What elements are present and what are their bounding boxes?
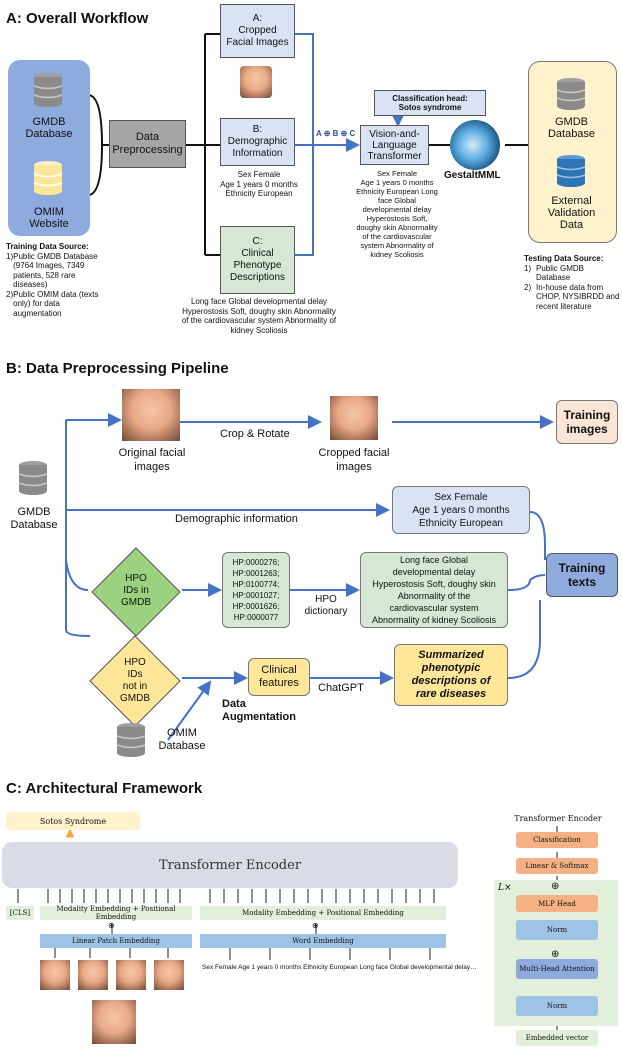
original-images-label: Original facial images [118, 447, 186, 473]
enc-mlp-head-box: MLP Head [516, 895, 598, 912]
gmdb-database-icon-b [18, 460, 48, 496]
training-data-source: Training Data Source: 1)Public GMDB Data… [6, 242, 110, 318]
sotos-syndrome-box: Sotos Syndrome [6, 812, 140, 830]
phenotype-box-b: Long face Global developmental delay Hyp… [360, 552, 508, 628]
hpo-ids-box: HP:0000276; HP:0001263; HP:0100774; HP:0… [222, 552, 290, 628]
hpo-in-gmdb-diamond [90, 546, 182, 638]
box-b-demographic: B: Demographic Information [220, 118, 295, 166]
test-gmdb-database-icon [556, 77, 586, 111]
hpo-dictionary-label: HPO dictionary [304, 594, 348, 617]
testing-source-item-1: 1)Public GMDB Database [524, 263, 585, 283]
enc-classification-box: Classification [516, 832, 598, 848]
oplus-right: ⊕ [312, 921, 319, 930]
training-images-box: Training images [556, 400, 618, 444]
vlt-input-text: Sex Female Age 1 years 0 months Ethnicit… [356, 169, 438, 259]
box-a-cropped-images: A: Cropped Facial Images [220, 4, 295, 58]
patch-image-2 [78, 960, 108, 990]
section-b-title: B: Data Preprocessing Pipeline [6, 360, 229, 377]
enc-norm-top-box: Norm [516, 920, 598, 940]
modality-embedding-left: Modality Embedding + Positional Embeddin… [40, 905, 192, 921]
encoder-detail-title: Transformer Encoder [514, 814, 602, 823]
omim-database-icon [33, 160, 63, 196]
data-augmentation-label: Data Augmentation [222, 698, 296, 723]
clinical-example-text: Long face Global developmental delay Hyp… [181, 297, 337, 335]
hpo-in-gmdb-label: HPO IDs in GMDB [121, 573, 151, 608]
training-source-title: Training Data Source: [6, 242, 89, 251]
cropped-face-image [240, 66, 272, 98]
gmdb-label-b: GMDB Database [10, 506, 58, 531]
omim-website-label: OMIM Website [29, 206, 69, 230]
original-face-image [122, 389, 180, 441]
patch-image-3 [116, 960, 146, 990]
demographic-example-text: Sex Female Age 1 years 0 months Ethnicit… [220, 170, 298, 198]
test-gmdb-label: GMDB Database [547, 116, 596, 140]
training-source-item-1: 1)Public GMDB Database (9764 Images, 734… [6, 251, 98, 290]
patch-image-4 [154, 960, 184, 990]
enc-embedded-vector-box: Embedded vector [516, 1030, 598, 1046]
hpo-not-in-gmdb-label: HPO IDs not in GMDB [120, 657, 150, 704]
omim-database-icon-b [116, 722, 146, 758]
word-embedding: Word Embedding [200, 934, 446, 948]
enc-oplus-mid: ⊕ [551, 949, 560, 960]
concat-label: A ⊕ B ⊕ C [316, 129, 356, 138]
data-preprocessing-box: Data Preprocessing [109, 120, 186, 168]
testing-source-item-2: 2)In-house data from CHOP, NYSIBRDD and … [524, 282, 620, 311]
full-face-image-c [92, 1000, 136, 1044]
enc-norm-bottom-box: Norm [516, 996, 598, 1016]
oplus-left: ⊕ [108, 921, 115, 930]
vlt-box: Vision-and- Language Transformer [360, 125, 429, 165]
section-a-title: A: Overall Workflow [6, 10, 149, 27]
classification-head-box: Classification head: Sotos syndrome [374, 90, 486, 116]
external-database-icon [556, 154, 586, 188]
transformer-encoder-box: Transformer Encoder [2, 842, 458, 888]
enc-lx-label: L× [498, 883, 512, 893]
omim-label-b: OMIM Database [158, 727, 206, 752]
summarized-box: Summarized phenotypic descriptions of ra… [394, 644, 508, 706]
token-text: Sex Female Age 1 years 0 months Ethnicit… [202, 964, 477, 971]
cropped-images-label: Cropped facial images [318, 447, 390, 473]
external-validation-label: External Validation Data [547, 195, 596, 231]
enc-oplus-top: ⊕ [551, 881, 560, 892]
training-texts-box: Training texts [546, 553, 618, 597]
demographic-box-b: Sex Female Age 1 years 0 months Ethnicit… [392, 486, 530, 534]
enc-mha-box: Multi-Head Attention [516, 959, 598, 979]
chatgpt-label: ChatGPT [318, 682, 364, 694]
cls-token: [CLS] [6, 906, 34, 920]
testing-data-source: Testing Data Source: 1)Public GMDB Datab… [524, 254, 620, 311]
section-c-title: C: Architectural Framework [6, 780, 203, 797]
cropped-face-image-b [330, 396, 378, 440]
clinical-features-box: Clinical features [248, 658, 310, 696]
linear-patch-embedding: Linear Patch Embedding [40, 934, 192, 948]
crop-rotate-label: Crop & Rotate [220, 428, 290, 440]
demographic-info-label: Demographic information [175, 513, 298, 525]
modality-embedding-right: Modality Embedding + Positional Embeddin… [200, 906, 446, 920]
gmdb-database-label: GMDB Database [25, 116, 73, 140]
gmdb-database-icon [33, 72, 63, 108]
enc-linear-softmax-box: Linear & Softmax [516, 858, 598, 874]
gestalt-brain-icon [450, 120, 500, 170]
patch-image-1 [40, 960, 70, 990]
training-source-item-2: 2)Public OMIM data (texts only) for data… [6, 289, 99, 318]
testing-source-title: Testing Data Source: [524, 254, 604, 263]
gestaltmml-label: GestaltMML [444, 170, 501, 181]
box-c-clinical: C: Clinical Phenotype Descriptions [220, 226, 295, 294]
